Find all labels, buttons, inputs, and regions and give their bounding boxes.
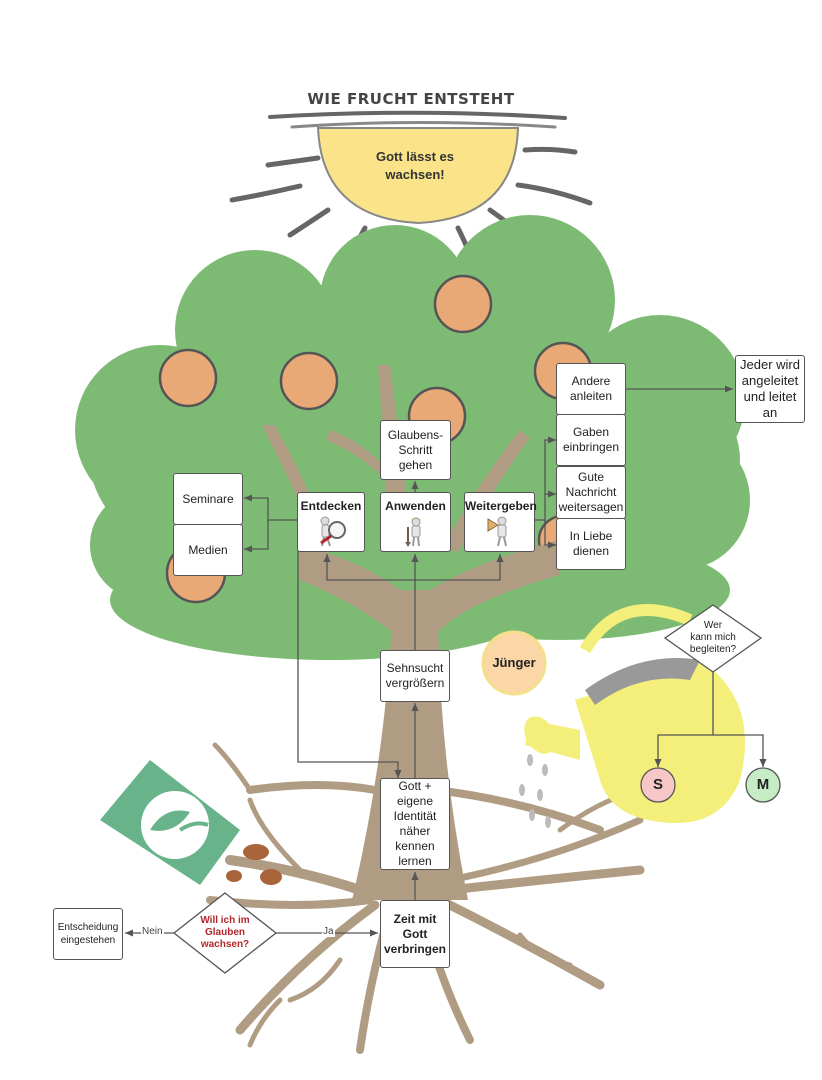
connectors <box>125 385 767 937</box>
stage-anwenden-label: Anwenden <box>385 499 446 513</box>
page-title: WIE FRUCHT ENTSTEHT <box>307 90 515 108</box>
juenger-circle <box>481 630 547 696</box>
stage-entdecken-label: Entdecken <box>300 499 362 513</box>
box-entscheidung: Entscheidung eingestehen <box>53 908 123 960</box>
magnifier-person-icon <box>320 516 346 547</box>
box-medien: Medien <box>173 524 243 576</box>
juenger-label: Jünger <box>492 655 536 670</box>
box-seminare: Seminare <box>173 473 243 525</box>
box-gute-nachricht: Gute Nachricht weitersagen <box>556 466 626 519</box>
decision-will-ich-label: Will ich im Glauben wachsen? <box>200 915 250 950</box>
m-circle <box>745 767 781 803</box>
sun-label: Gott lässt es wachsen! <box>375 149 455 182</box>
s-circle <box>640 767 676 803</box>
edge-label-nein: Nein <box>141 926 164 937</box>
worker-shovel-icon <box>404 517 421 547</box>
box-andere-anleiten: Andere anleiten <box>556 363 626 415</box>
seed-packet <box>100 760 282 885</box>
box-gaben-einbringen: Gaben einbringen <box>556 414 626 466</box>
watering-can-icon <box>519 604 745 828</box>
sun <box>316 127 520 225</box>
box-glaubensschritt: Glaubens- Schritt gehen <box>380 420 451 480</box>
box-sehnsucht: Sehnsucht vergrößern <box>380 650 450 702</box>
megaphone-person-icon <box>487 516 507 547</box>
box-zeit-mit-gott: Zeit mit Gott verbringen <box>380 900 450 968</box>
decision-wer-kann-label: Wer kann mich begleiten? <box>689 620 737 655</box>
stage-weitergeben: Weitergeben <box>464 492 537 552</box>
box-jeder-wird: Jeder wird angeleitet und leitet an <box>735 355 805 423</box>
s-label: S <box>652 776 663 793</box>
stage-anwenden: Anwenden <box>380 492 451 552</box>
box-in-liebe-dienen: In Liebe dienen <box>556 518 626 570</box>
m-label: M <box>756 776 770 793</box>
edge-label-ja: Ja <box>322 926 335 937</box>
decision-wer-kann <box>663 604 763 673</box>
stage-entdecken: Entdecken <box>297 492 365 552</box>
stage-weitergeben-label: Weitergeben <box>465 499 537 513</box>
decision-will-ich <box>172 892 278 974</box>
box-gott-identitaet: Gott + eigene Identität näher kennen ler… <box>380 778 450 870</box>
